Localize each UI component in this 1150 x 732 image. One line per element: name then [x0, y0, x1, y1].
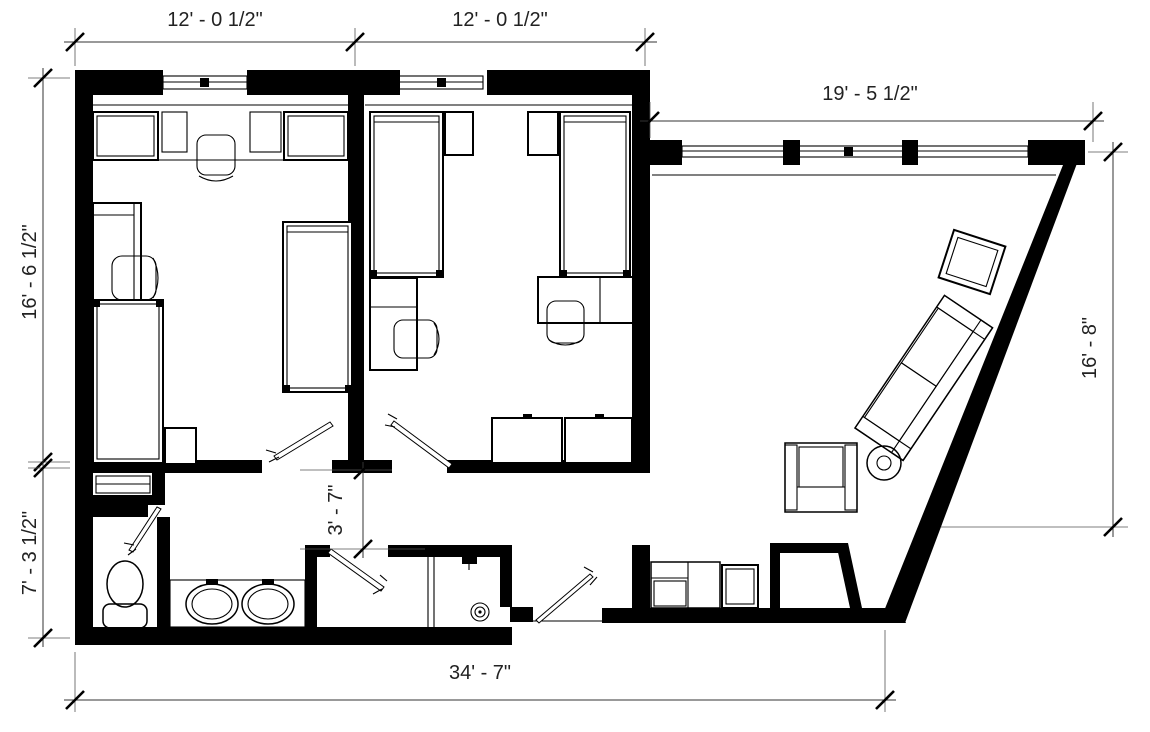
desk — [92, 202, 142, 301]
dim-lounge-width: 19' - 5 1/2" — [640, 83, 1104, 142]
entry-area — [535, 561, 759, 624]
dim-label-left-lower: 7' - 3 1/2" — [19, 511, 41, 595]
kitchenette-counter — [650, 561, 721, 609]
dim-label-right-height: 16' - 8" — [1079, 317, 1101, 379]
bed — [559, 111, 631, 278]
dim-label-room1-width: 12' - 0 1/2" — [167, 9, 262, 31]
desk — [537, 276, 634, 324]
dim-label-corridor: 3' - 7" — [325, 485, 347, 536]
dim-label-room2-width: 12' - 0 1/2" — [452, 9, 547, 31]
dim-label-left-upper: 16' - 6 1/2" — [19, 224, 41, 319]
nightstand — [444, 111, 474, 156]
desk-chair — [546, 300, 585, 346]
dim-room-widths: 12' - 0 1/2" 12' - 0 1/2" — [64, 9, 657, 66]
desk-chair — [196, 134, 236, 182]
shower-head — [462, 556, 477, 564]
dimension-annotations: 12' - 0 1/2" 12' - 0 1/2" 19' - 5 1/2" 1… — [19, 9, 1128, 712]
bedroom2-furniture — [365, 104, 634, 469]
door-leaf-shower — [327, 548, 388, 595]
appliance — [721, 564, 759, 609]
dim-right-height: 16' - 8" — [941, 142, 1128, 537]
bed — [369, 111, 444, 278]
window-lounge — [681, 145, 1029, 158]
window-bedroom2 — [397, 75, 484, 90]
dresser — [491, 414, 563, 464]
square-table — [937, 228, 1007, 296]
toilet — [102, 560, 148, 629]
shower-stall — [427, 556, 490, 627]
lounge-furniture — [652, 174, 1056, 513]
bathroom-area — [95, 475, 490, 629]
desk-chair — [393, 319, 440, 359]
linen-shelf — [95, 475, 151, 494]
round-table — [866, 445, 902, 481]
nightstand — [164, 427, 197, 465]
dim-overall-width: 34' - 7" — [64, 630, 896, 712]
shower-drain — [478, 610, 482, 614]
bedroom1-furniture — [92, 104, 353, 465]
dresser — [564, 414, 633, 464]
bed — [92, 299, 164, 464]
dim-left-lower: 7' - 3 1/2" — [19, 458, 70, 648]
bed — [282, 221, 353, 393]
window-bedroom1 — [162, 75, 248, 90]
door-leaf-bedroom2 — [384, 413, 453, 469]
dim-corridor: 3' - 7" — [300, 460, 425, 559]
wardrobe — [92, 111, 159, 161]
dim-label-lounge-width: 19' - 5 1/2" — [822, 83, 917, 105]
shelf-unit — [161, 111, 188, 153]
door-leaf-toilet — [123, 506, 162, 556]
armchair — [784, 442, 858, 513]
sofa — [853, 294, 994, 462]
nightstand — [527, 111, 559, 156]
door-leaf-entry — [535, 566, 598, 624]
shelf-unit — [249, 111, 282, 153]
vanity-sinks — [169, 579, 306, 628]
desk — [369, 277, 418, 371]
wardrobe — [283, 111, 349, 161]
angled-wall — [884, 142, 1085, 623]
door-leaf-bedroom1 — [265, 421, 334, 463]
dim-label-overall-width: 34' - 7" — [449, 662, 511, 684]
